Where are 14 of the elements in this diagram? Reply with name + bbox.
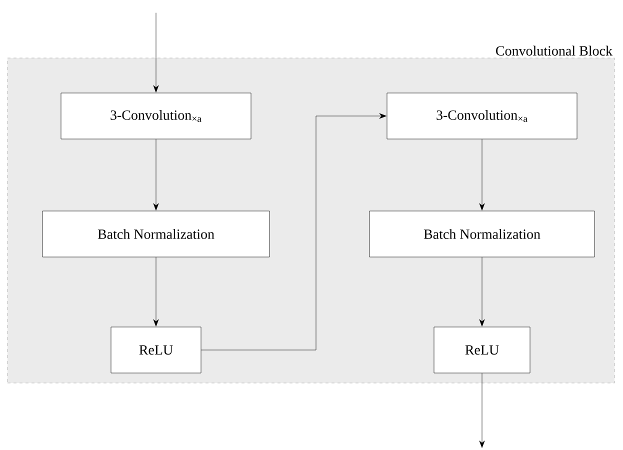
process-box: ReLU — [110, 326, 202, 374]
node-label: Convolutional Block — [496, 46, 613, 56]
process-box: ReLU — [434, 326, 530, 374]
process-box: Batch Normalization — [369, 210, 595, 258]
process-box: 3-Convolution$_{×a}$ — [386, 92, 578, 140]
arrow — [153, 139, 159, 210]
arrow — [153, 257, 159, 326]
arrow — [153, 12, 159, 92]
arrow — [201, 113, 386, 350]
arrow — [479, 139, 485, 210]
arrow — [479, 257, 485, 326]
process-box: Batch Normalization — [42, 210, 270, 258]
arrow — [479, 373, 485, 448]
process-box: 3-Convolution$_{×a}$ — [60, 92, 252, 140]
